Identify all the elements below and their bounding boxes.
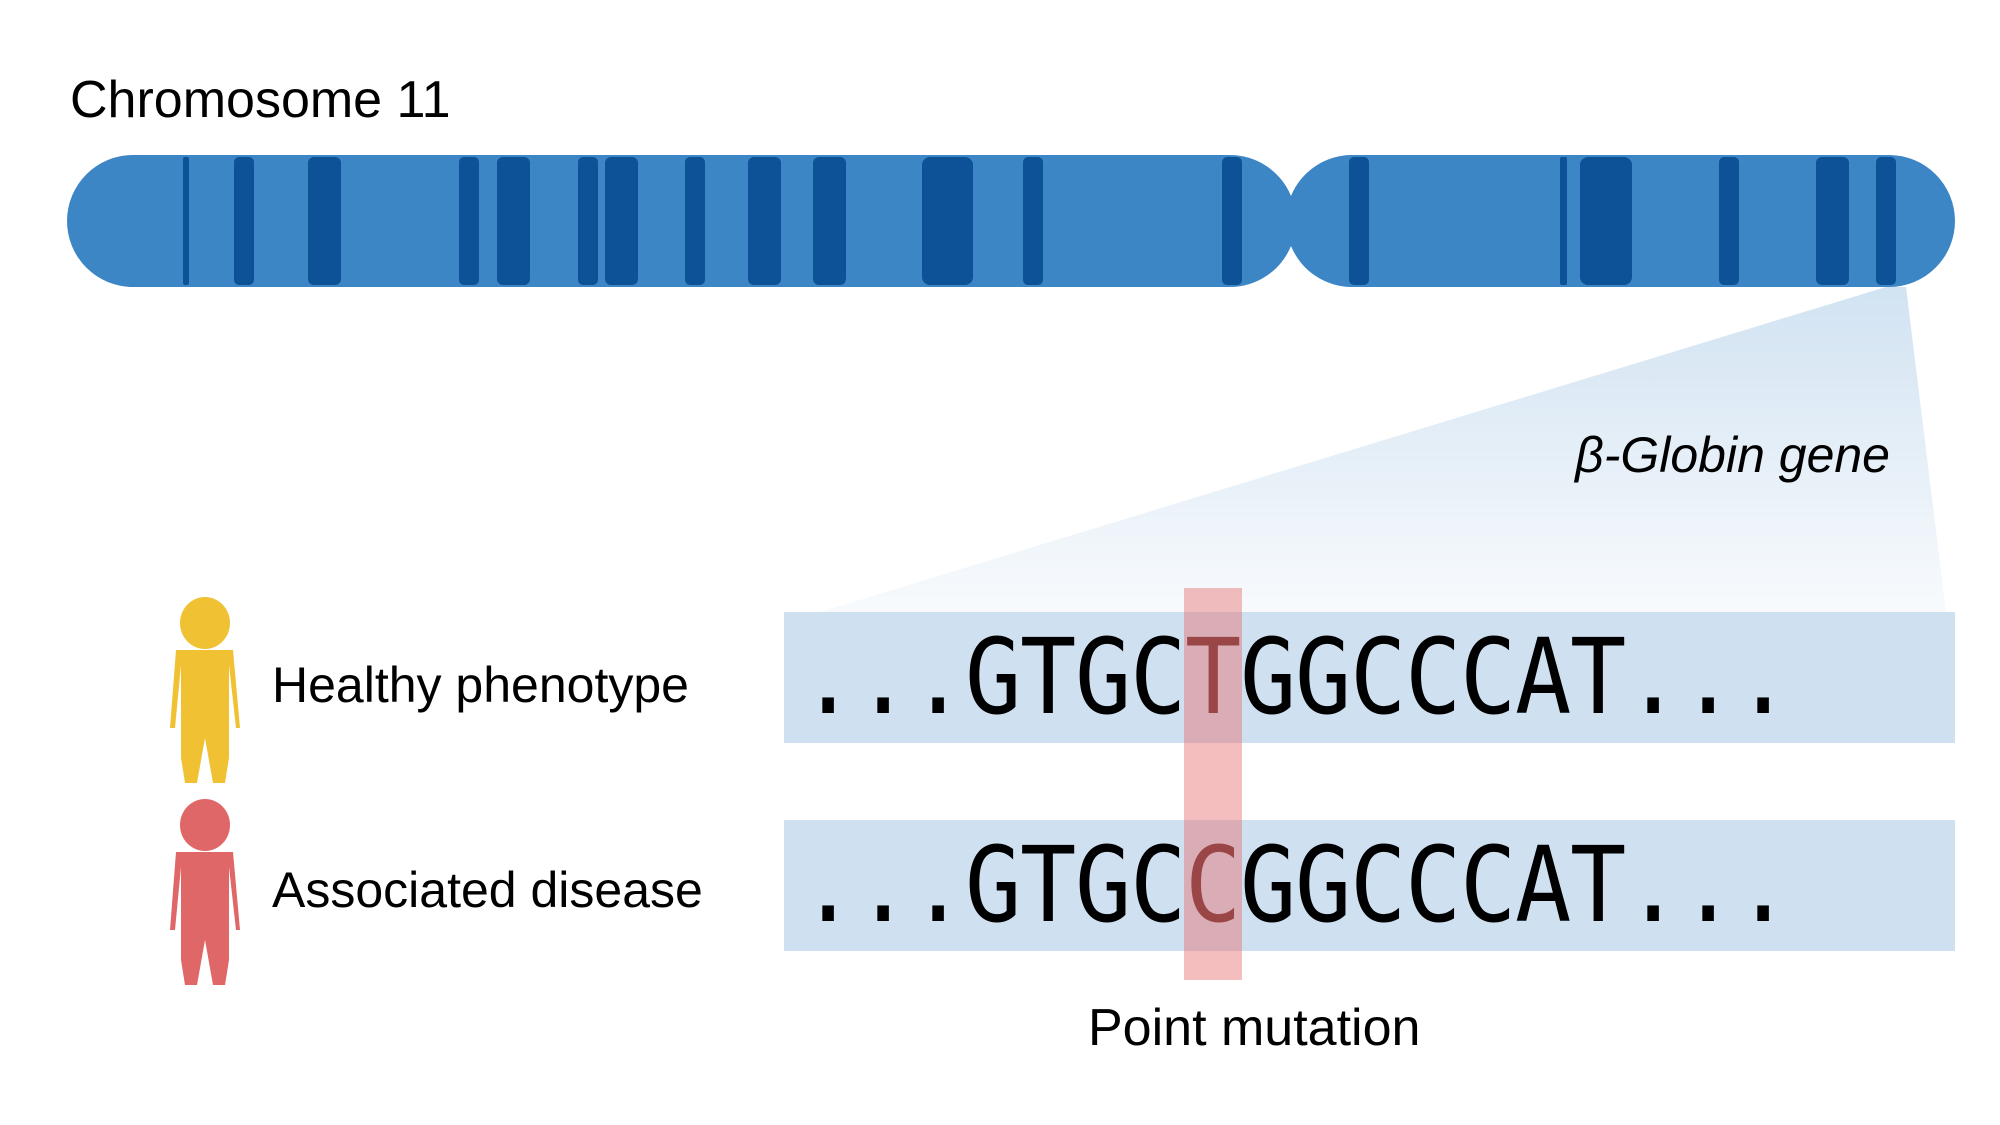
chromosome-body	[67, 155, 1955, 287]
sequence-suffix: GGCCCAT...	[1240, 824, 1791, 946]
mutated-base: T	[1185, 616, 1241, 738]
sequence-suffix: GGCCCAT...	[1240, 616, 1791, 738]
mutated-base: C	[1185, 824, 1241, 946]
chromosome-band	[685, 157, 705, 285]
chromosome-band	[1816, 157, 1849, 285]
chromosome-band	[578, 157, 598, 285]
chromosome-title: Chromosome 11	[70, 71, 451, 129]
phenotype-label-healthy: Healthy phenotype	[272, 657, 689, 713]
person-icon-disease	[170, 799, 240, 985]
chromosome-band	[497, 157, 530, 285]
point-mutation-label: Point mutation	[1088, 999, 1421, 1057]
chromosome-band	[748, 157, 781, 285]
chromosome-band	[1560, 157, 1567, 285]
sequence-box-disease	[784, 820, 1955, 951]
chromosome-band	[1719, 157, 1739, 285]
person-icon-healthy	[170, 597, 240, 783]
chromosome-band	[183, 157, 189, 285]
chromosome-band	[308, 157, 341, 285]
sequence-prefix: ...GTGC	[800, 616, 1186, 738]
chromosome-band	[1349, 157, 1369, 285]
chromosome-11	[67, 155, 1955, 287]
sequence-disease: ...GTGCCGGCCCAT...	[800, 820, 1791, 951]
sequence-box-healthy	[784, 612, 1955, 743]
phenotype-label-disease: Associated disease	[272, 862, 703, 918]
chromosome-band	[1023, 157, 1043, 285]
zoom-fan	[820, 287, 1946, 612]
chromosome-band	[605, 157, 638, 285]
chromosome-band	[459, 157, 479, 285]
chromosome-band	[1580, 157, 1632, 285]
gene-label: β-Globin gene	[1575, 427, 1890, 483]
chromosome-band	[813, 157, 846, 285]
chromosome-band	[1222, 157, 1242, 285]
chromosome-band	[922, 157, 973, 285]
sequence-prefix: ...GTGC	[800, 824, 1186, 946]
mutation-highlight	[1183, 588, 1242, 980]
chromosome-band	[1876, 157, 1896, 285]
sequence-healthy: ...GTGCTGGCCCAT...	[800, 612, 1791, 743]
chromosome-band	[234, 157, 254, 285]
